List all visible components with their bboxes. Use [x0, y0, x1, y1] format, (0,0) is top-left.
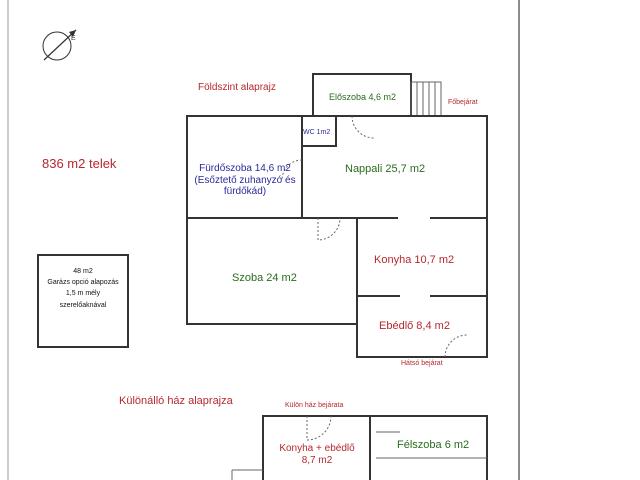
separate-house-entrance-label: Külön ház bejárata [285, 402, 344, 409]
wall-main-house [186, 115, 488, 358]
room-furdoszoba: Fürdőszoba 14,6 m2 (Esőztető zuhanyzó és… [188, 163, 302, 198]
wall-separate-house [262, 415, 488, 480]
room-eloszoba: Előszoba 4,6 m2 [329, 92, 397, 102]
room-wc: WC 1m2 [303, 129, 331, 136]
door-back [444, 334, 468, 358]
furdoszoba-line1: Fürdőszoba 14,6 m2 [199, 163, 291, 174]
room-konyha: Konyha 10,7 m2 [374, 254, 455, 266]
garage-note: 48 m2 Garázs opció alapozás 1,5 m mély s… [38, 266, 128, 311]
door-szoba [317, 217, 341, 241]
lot-area-label: 836 m2 telek [42, 156, 117, 171]
door-bath [281, 159, 303, 181]
floor-plan-title: Földszint alaprajz [198, 82, 276, 93]
furdoszoba-line3: fürdőkád) [223, 186, 267, 197]
garage-note-line2: Garázs opció alapozás [47, 279, 119, 287]
garage-note-line1: 48 m2 [73, 268, 93, 275]
back-entrance-label: Hátsó bejárat [401, 360, 443, 367]
garage-note-box [37, 254, 129, 348]
separate-house-kitchen-line1: Konyha + ebédlő [279, 443, 355, 454]
separate-house-room: Félszoba 6 m2 [397, 439, 470, 451]
garage-note-line4: szerelőaknával [59, 301, 107, 309]
garage-note-line3: 1,5 m mély [65, 290, 101, 298]
door-eloszoba [351, 115, 375, 139]
room-ebedlo: Ebédlő 8,4 m2 [379, 320, 450, 332]
north-arrow-icon: É [42, 29, 77, 61]
main-entrance-label: Főbejárat [448, 99, 478, 106]
svg-text:É: É [71, 33, 76, 42]
separate-house-kitchen: Konyha + ebédlő 8,7 m2 [264, 443, 370, 466]
furdoszoba-line2: (Esőztető zuhanyzó és [194, 174, 296, 186]
separate-house-kitchen-line2: 8,7 m2 [301, 454, 333, 466]
room-szoba: Szoba 24 m2 [232, 272, 297, 284]
door-separate-house [306, 415, 332, 441]
room-nappali: Nappali 25,7 m2 [345, 163, 426, 175]
wall-wc [301, 115, 337, 147]
main-entrance-stairs [410, 81, 442, 117]
separate-house-title: Különálló ház alaprajza [119, 395, 233, 407]
